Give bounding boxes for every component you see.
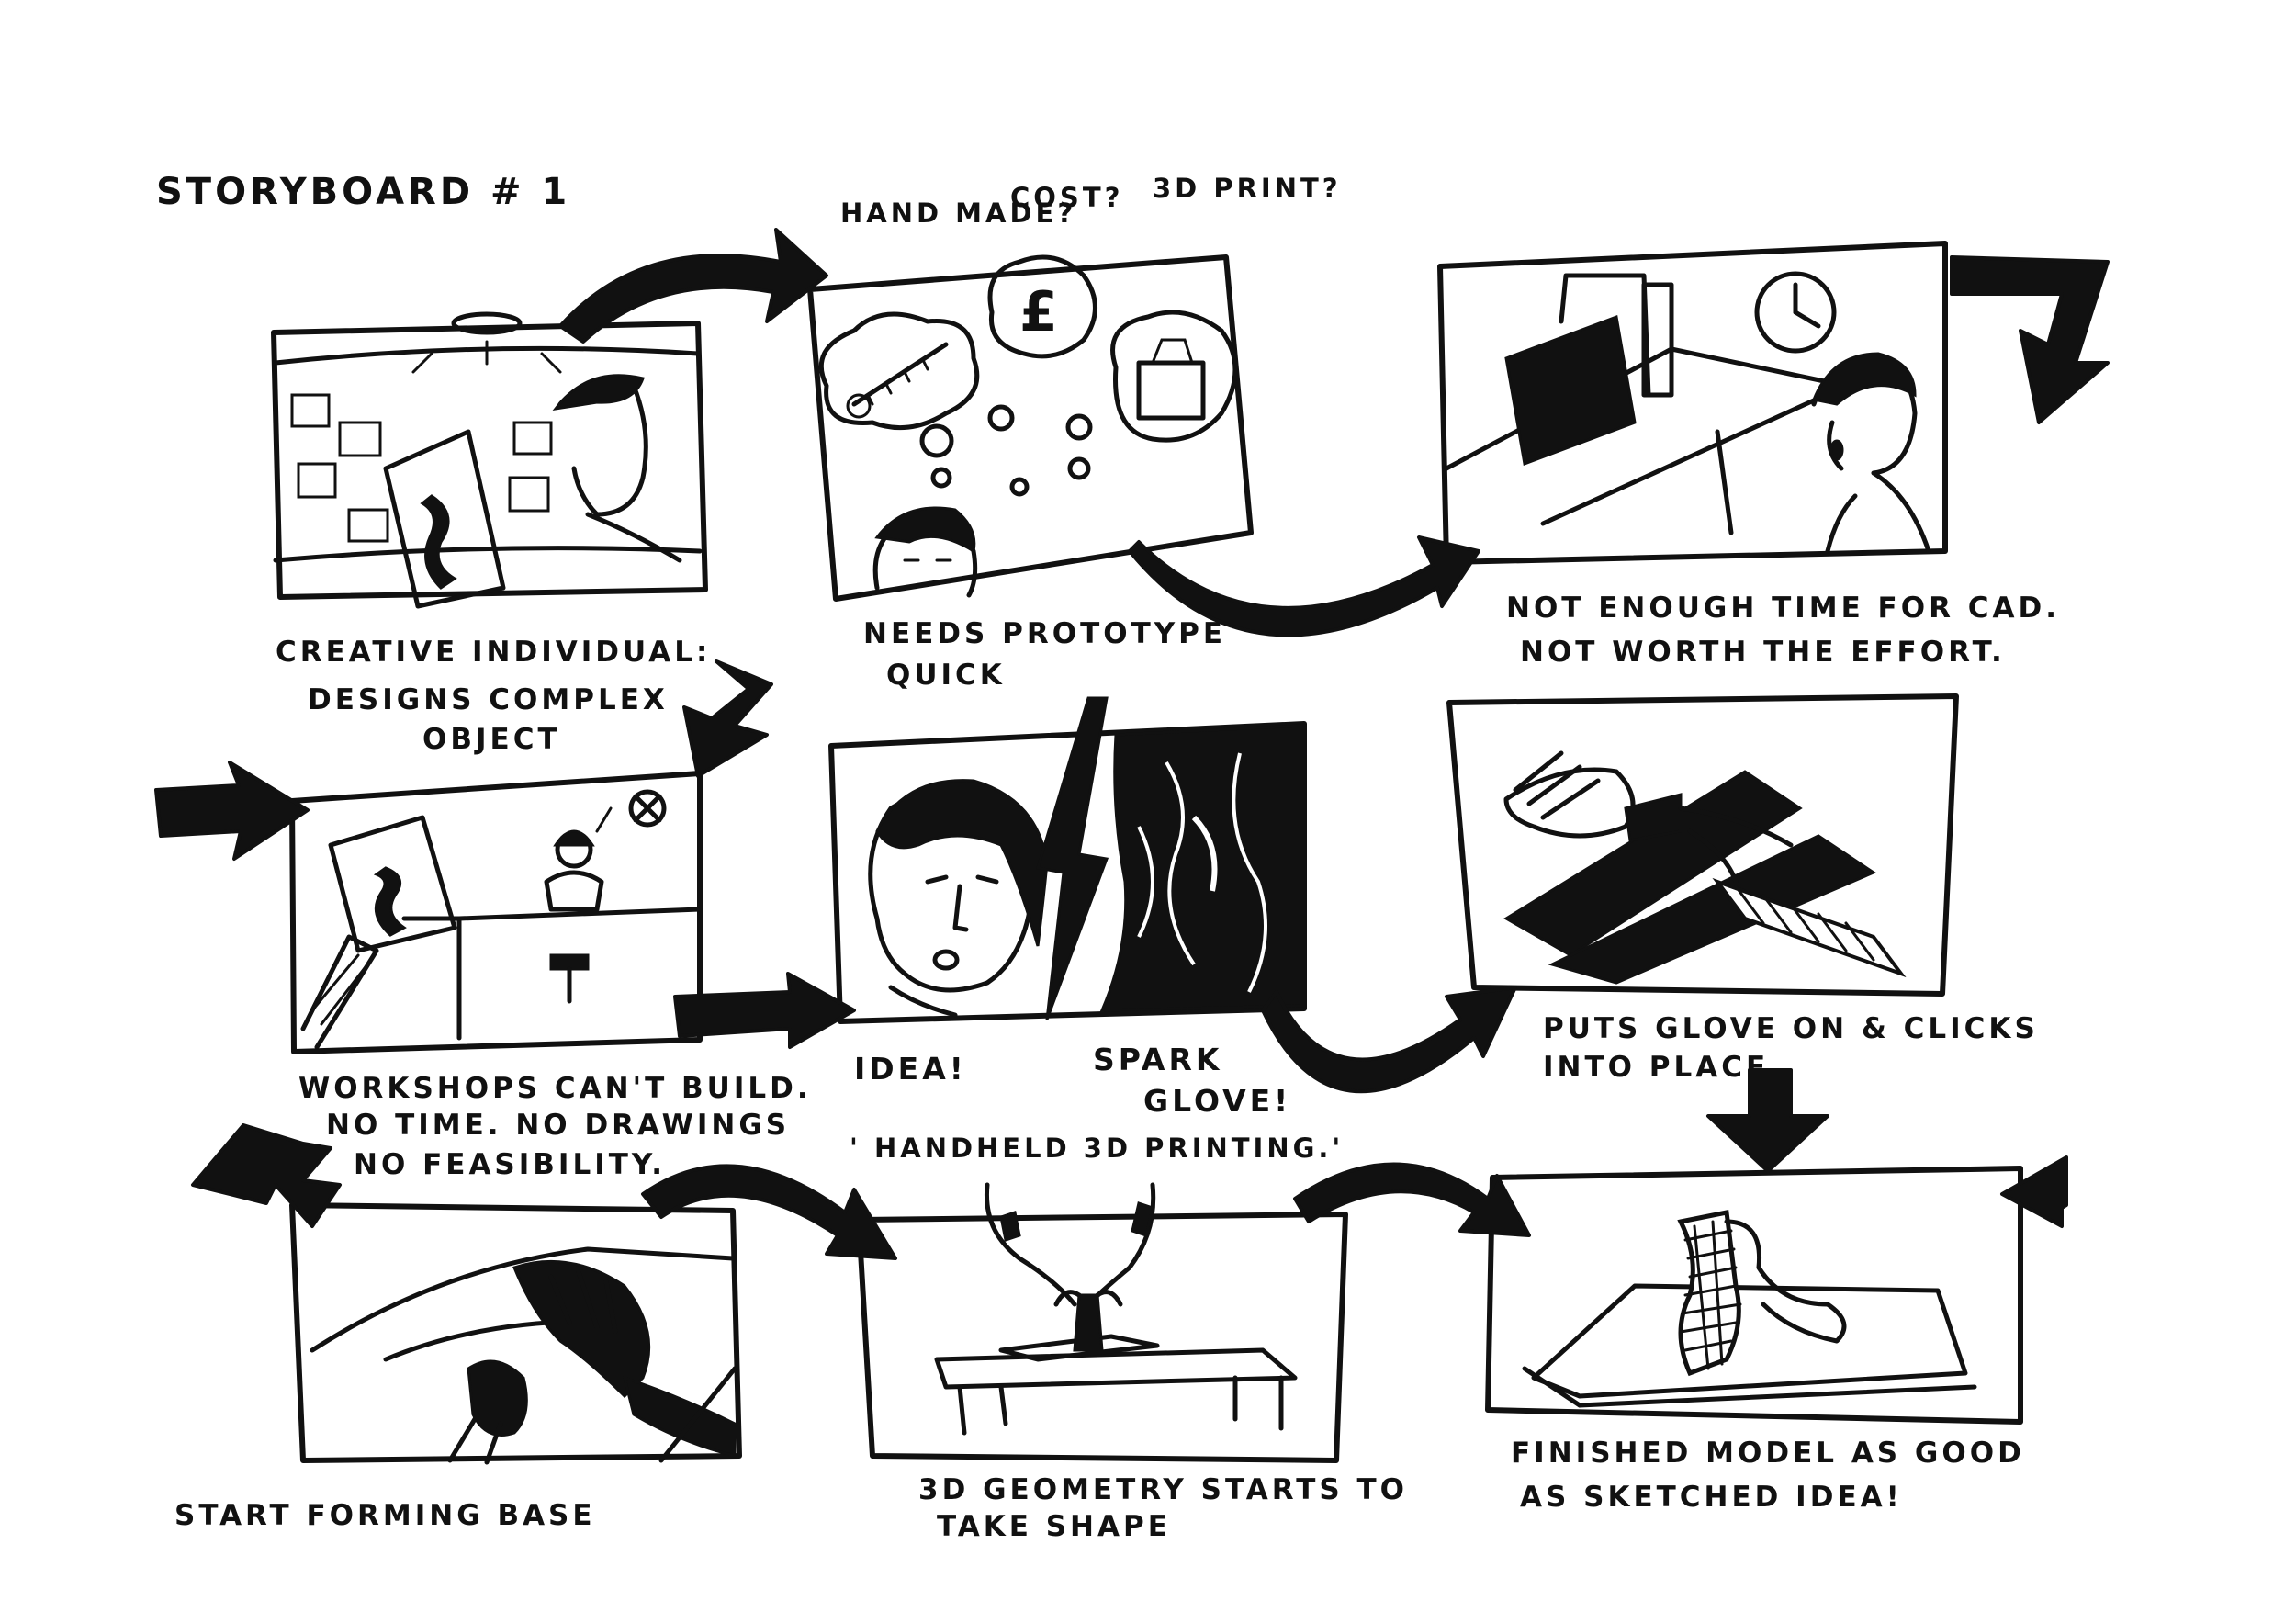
panel-6: PUTS GLOVE ON & CLICKS INTO PLACE. (1446, 693, 2053, 1084)
panel-9-caption: FINISHED MODEL AS GOOD AS SKETCHED IDEA! (1511, 1437, 2039, 1514)
panel-5-sketch-idea-spark (868, 696, 1304, 1020)
panel-6-caption-line-2: INTO PLACE. (1543, 1051, 1784, 1084)
panel-6-caption: PUTS GLOVE ON & CLICKS INTO PLACE. (1543, 1012, 2053, 1084)
monitor-icon (1504, 314, 1637, 467)
panel-4-caption-line-2: NO TIME. NO DRAWINGS (326, 1109, 790, 1142)
panel-9: FINISHED MODEL AS GOOD AS SKETCHED IDEA! (1485, 1166, 2039, 1514)
arrow-into-panel9-right (2000, 1155, 2068, 1228)
panel-5-frame (828, 721, 1307, 1024)
no-entry-icon (628, 789, 667, 828)
arrow-down-into-panel9 (1706, 1068, 1829, 1173)
panel-4-sketch-workshop (300, 789, 703, 1050)
panel-7-caption: START FORMING BASE (174, 1499, 596, 1532)
panel-1-caption: CREATIVE INDIVIDUAL: DESIGNS COMPLEX OBJ… (276, 636, 725, 756)
arrow-panel7-to-panel8 (641, 1164, 897, 1260)
panel-8-frame (856, 1212, 1348, 1463)
panel-3-sketch-computer-desk (1444, 271, 1931, 554)
panel-9-sketch-finished-model (1522, 1210, 1977, 1408)
arrow-panel2-to-panel3 (1128, 535, 1480, 637)
arrow-panel3-down (1950, 255, 2110, 424)
clock-icon (1754, 271, 1837, 354)
panel-8-caption-line-2: TAKE SHAPE (937, 1510, 1171, 1543)
panel-2-frame (807, 254, 1254, 602)
panel-8-sketch-geometry (934, 1182, 1298, 1436)
panel-2-caption: NEEDS PROTOTYPE QUICK (863, 617, 1240, 692)
arrow-panel5-to-panel6 (1261, 986, 1517, 1094)
flow-arrows (154, 228, 2110, 1260)
panel-9-caption-line-1: FINISHED MODEL AS GOOD (1511, 1437, 2025, 1470)
panel-3-caption-line-2: NOT WORTH THE EFFORT. (1520, 636, 2006, 669)
panel-5-caption-idea: IDEA! (854, 1051, 967, 1087)
thought-3d-print: 3D PRINT? (1153, 173, 1342, 204)
panel-2-caption-line-2: QUICK (886, 659, 1006, 692)
printer-icon (1136, 360, 1206, 421)
panel-6-caption-line-1: PUTS GLOVE ON & CLICKS (1543, 1012, 2039, 1045)
panel-8-caption: 3D GEOMETRY STARTS TO TAKE SHAPE (918, 1473, 1422, 1543)
panel-9-caption-line-2: AS SKETCHED IDEA! (1520, 1481, 1903, 1514)
panel-4-caption: WORKSHOPS CAN'T BUILD. NO TIME. NO DRAWI… (298, 1072, 825, 1181)
panel-3: NOT ENOUGH TIME FOR CAD. NOT WORTH THE E… (1437, 241, 2074, 669)
panel-5-caption-glove: GLOVE! (1143, 1083, 1291, 1119)
panel-6-sketch-glove-on (1503, 750, 1907, 985)
panel-5-caption-spark: SPARK (1093, 1042, 1222, 1077)
panel-4: WORKSHOPS CAN'T BUILD. NO TIME. NO DRAWI… (289, 771, 825, 1181)
panel-7: START FORMING BASE (174, 1202, 742, 1532)
panel-6-frame (1446, 693, 1959, 997)
storyboard-title: STORYBOARD # 1 (156, 171, 570, 213)
panel-1-frame (271, 321, 708, 600)
arrow-into-panel7-left (191, 1123, 342, 1228)
panel-7-sketch-forming-base (310, 1246, 737, 1465)
pound-icon: £ (1019, 280, 1062, 344)
arrow-into-panel4-left (154, 761, 310, 861)
arrow-panel1-to-panel2 (558, 228, 828, 344)
panel-2-sketch-thought-bubbles: £ (818, 254, 1238, 598)
panel-2-caption-line-1: NEEDS PROTOTYPE (863, 617, 1226, 650)
arrow-panel4-to-panel5 (673, 972, 856, 1049)
panel-4-caption-line-1: WORKSHOPS CAN'T BUILD. (298, 1072, 812, 1105)
panel-4-frame (289, 771, 703, 1054)
panel-1-sketch-creative-individual (273, 311, 703, 609)
panel-1: CREATIVE INDIVIDUAL: DESIGNS COMPLEX OBJ… (271, 311, 725, 756)
panel-3-caption: NOT ENOUGH TIME FOR CAD. NOT WORTH THE E… (1506, 592, 2074, 669)
panel-1-caption-line-3: OBJECT (422, 723, 561, 756)
panel-8-caption-line-1: 3D GEOMETRY STARTS TO (918, 1473, 1408, 1506)
panel-9-frame (1485, 1166, 2023, 1425)
panel-5: IDEA! SPARK GLOVE! ' HANDHELD 3D PRINTIN… (828, 696, 1344, 1164)
panel-8: 3D GEOMETRY STARTS TO TAKE SHAPE (856, 1182, 1422, 1543)
panel-1-caption-line-1: CREATIVE INDIVIDUAL: (276, 636, 711, 669)
panel-3-caption-line-1: NOT ENOUGH TIME FOR CAD. (1506, 592, 2060, 625)
panel-2: HAND MADE? COST? 3D PRINT? £ NEEDS (807, 173, 1342, 692)
panel-1-caption-line-2: DESIGNS COMPLEX (308, 683, 669, 716)
arrow-panel8-to-panel9 (1293, 1162, 1531, 1237)
panel-7-frame (289, 1202, 742, 1463)
panel-4-caption-line-3: NO FEASIBILITY. (354, 1148, 666, 1181)
arrow-into-panel4-top (682, 659, 773, 778)
panel-3-frame (1437, 241, 1948, 565)
saw-icon (851, 342, 949, 407)
hammer-icon (549, 953, 590, 971)
thought-cost: COST? (1010, 182, 1123, 213)
thought-hand-made: HAND MADE? (840, 197, 1076, 229)
panel-5-caption-handheld: ' HANDHELD 3D PRINTING.' (850, 1133, 1344, 1164)
